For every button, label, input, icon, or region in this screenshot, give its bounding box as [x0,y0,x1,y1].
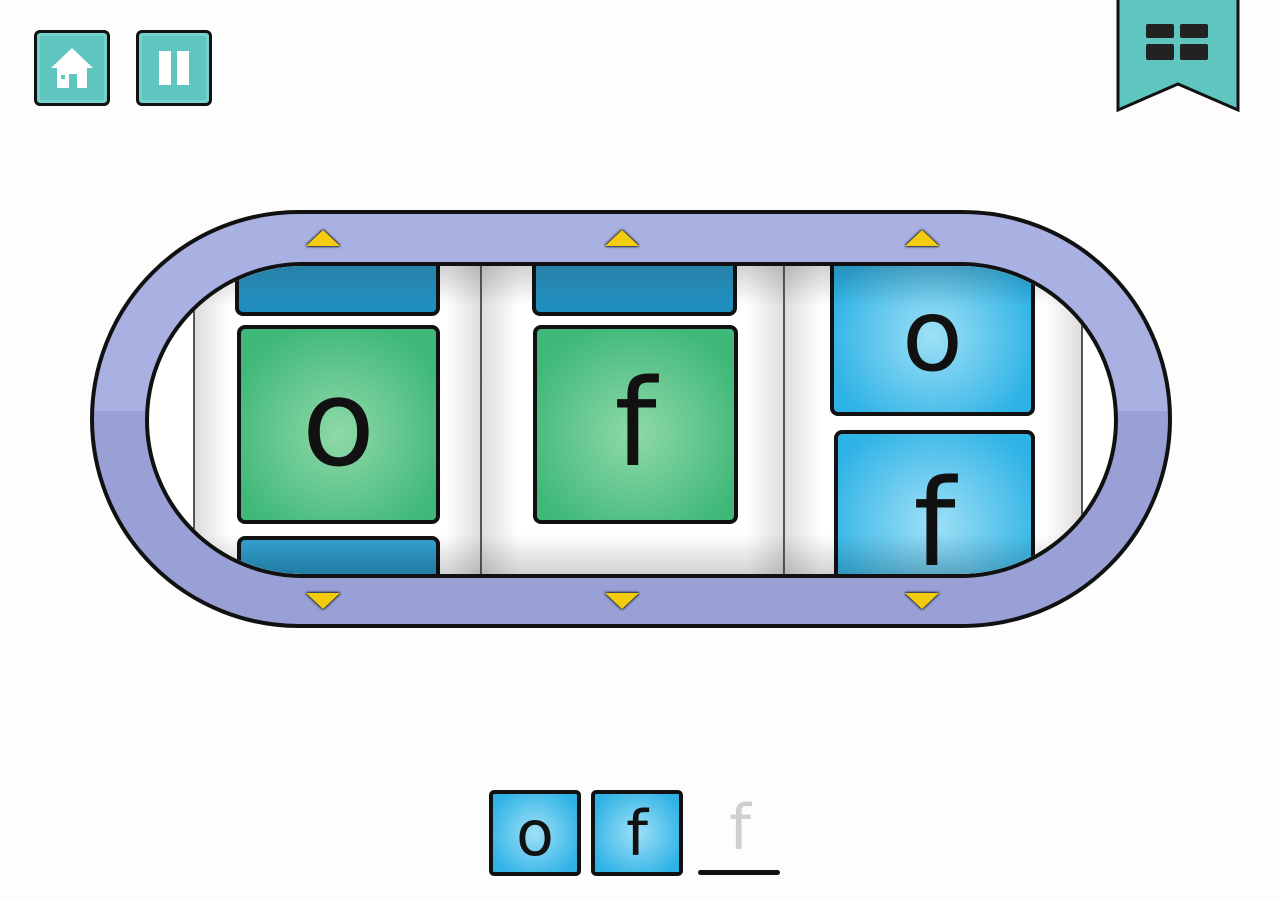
answer-blank-line [698,870,780,875]
reel-1-down-arrow[interactable] [306,593,340,609]
reel-tile-above[interactable]: o [830,266,1035,416]
reel-tile-below[interactable] [237,536,440,574]
reel-3-down-arrow[interactable] [905,593,939,609]
reel-2-down-arrow[interactable] [605,593,639,609]
pause-icon [159,51,189,85]
answer-letter-2: f [591,790,683,876]
reel-tile-above[interactable] [532,266,737,316]
answer-letter-1: o [489,790,581,876]
reel-tile-current[interactable]: o [237,325,440,524]
home-icon [51,48,93,88]
home-button[interactable] [34,30,110,106]
reel-1-up-arrow[interactable] [306,230,340,246]
reel-tile-current[interactable]: f [834,430,1035,574]
reel-3[interactable]: o f [783,266,1083,574]
reel-2-up-arrow[interactable] [605,230,639,246]
reel-tile-above[interactable] [235,266,440,316]
answer-next-hint: f [729,791,751,864]
pause-button[interactable] [136,30,212,106]
reel-2[interactable]: f [480,266,786,574]
reel-1[interactable]: o [193,266,483,574]
grid-icon [1146,24,1208,60]
menu-button[interactable] [1116,0,1240,114]
reel-tile-current[interactable]: f [533,325,738,524]
reel-3-up-arrow[interactable] [905,230,939,246]
reel-window: o f o f [145,262,1118,578]
